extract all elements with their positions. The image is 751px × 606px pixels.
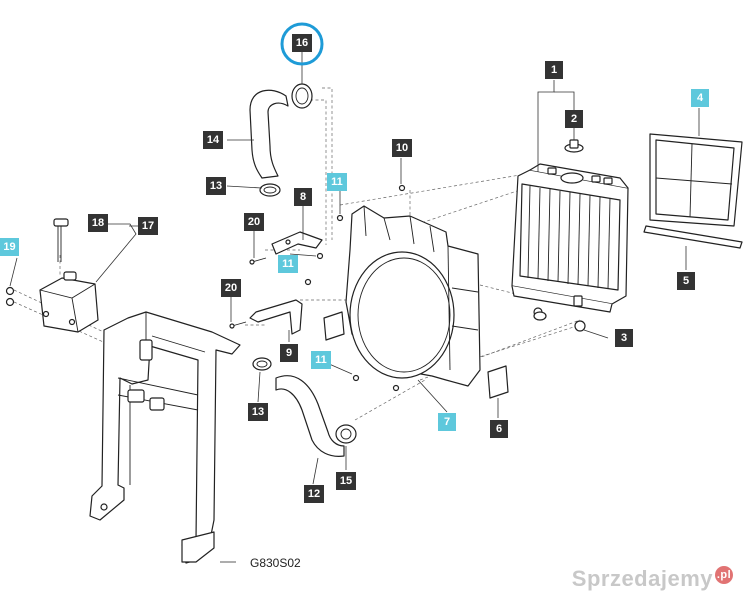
callout-label-4[interactable]: 4	[691, 89, 709, 107]
callout-label-11c[interactable]: 11	[311, 351, 331, 369]
callout-label-11b[interactable]: 11	[278, 255, 298, 273]
callout-label-7[interactable]: 7	[438, 413, 456, 431]
callout-text-7: 7	[444, 416, 450, 428]
callout-text-13a: 13	[210, 180, 222, 192]
watermark-badge: .pl	[715, 566, 733, 584]
callout-text-1: 1	[551, 64, 557, 76]
callout-label-17[interactable]: 17	[138, 217, 158, 235]
callout-text-20a: 20	[248, 216, 260, 228]
callout-label-2[interactable]: 2	[565, 110, 583, 128]
callout-text-19: 19	[3, 241, 15, 253]
callout-label-16[interactable]: 16	[292, 34, 312, 52]
callout-label-14[interactable]: 14	[203, 131, 223, 149]
callout-text-17: 17	[142, 220, 154, 232]
callout-label-8[interactable]: 8	[294, 188, 312, 206]
callout-text-2: 2	[571, 113, 577, 125]
callout-text-9: 9	[286, 347, 292, 359]
callout-text-16: 16	[296, 37, 308, 49]
callout-text-8: 8	[300, 191, 306, 203]
seal-strip	[643, 225, 743, 249]
level-sensor	[53, 218, 69, 262]
callout-text-11b: 11	[282, 258, 294, 270]
callout-label-10[interactable]: 10	[392, 139, 412, 157]
callout-text-11c: 11	[315, 354, 327, 366]
radiator	[511, 163, 629, 313]
callout-text-14: 14	[207, 134, 220, 146]
callout-text-6: 6	[496, 423, 502, 435]
lower-hose	[252, 357, 357, 457]
drawing-code: G830S02	[250, 556, 301, 570]
fan-shroud	[345, 205, 481, 387]
watermark: Sprzedajemy.pl	[572, 566, 733, 592]
bracket-8	[271, 231, 323, 255]
radiator-support-frame	[89, 311, 241, 564]
callout-text-10: 10	[396, 142, 408, 154]
callout-label-20b[interactable]: 20	[221, 279, 241, 297]
callout-label-15[interactable]: 15	[336, 472, 356, 490]
upper-hose	[249, 83, 313, 197]
callout-text-20b: 20	[225, 282, 237, 294]
callout-text-5: 5	[683, 275, 689, 287]
callout-label-1[interactable]: 1	[545, 61, 563, 79]
highlight-ring	[280, 22, 324, 66]
callout-label-19[interactable]: 19	[0, 238, 19, 256]
callout-label-13a[interactable]: 13	[206, 177, 226, 195]
callout-text-12: 12	[308, 488, 320, 500]
callout-text-11a: 11	[331, 176, 343, 188]
radiator-cap	[564, 139, 584, 153]
rubber-mounts	[533, 311, 547, 321]
callout-text-18: 18	[92, 217, 104, 229]
callout-label-20a[interactable]: 20	[244, 213, 264, 231]
callout-label-12[interactable]: 12	[304, 485, 324, 503]
expansion-tank	[39, 271, 99, 333]
callout-label-13b[interactable]: 13	[248, 403, 268, 421]
radiator-screen	[649, 133, 743, 227]
bracket-9	[249, 299, 303, 335]
radiator-core	[527, 185, 611, 290]
bolts	[229, 184, 586, 392]
callout-text-15: 15	[340, 475, 352, 487]
callout-label-11a[interactable]: 11	[327, 173, 347, 191]
callout-text-13b: 13	[252, 406, 264, 418]
watermark-text: Sprzedajemy	[571, 566, 713, 591]
callout-label-3[interactable]: 3	[615, 329, 633, 347]
callout-label-5[interactable]: 5	[677, 272, 695, 290]
callout-label-18[interactable]: 18	[88, 214, 108, 232]
callout-label-9[interactable]: 9	[280, 344, 298, 362]
callout-text-3: 3	[621, 332, 627, 344]
callout-label-6[interactable]: 6	[490, 420, 508, 438]
callout-text-4: 4	[697, 92, 704, 104]
washers	[5, 286, 15, 307]
foam-pads	[323, 311, 509, 399]
